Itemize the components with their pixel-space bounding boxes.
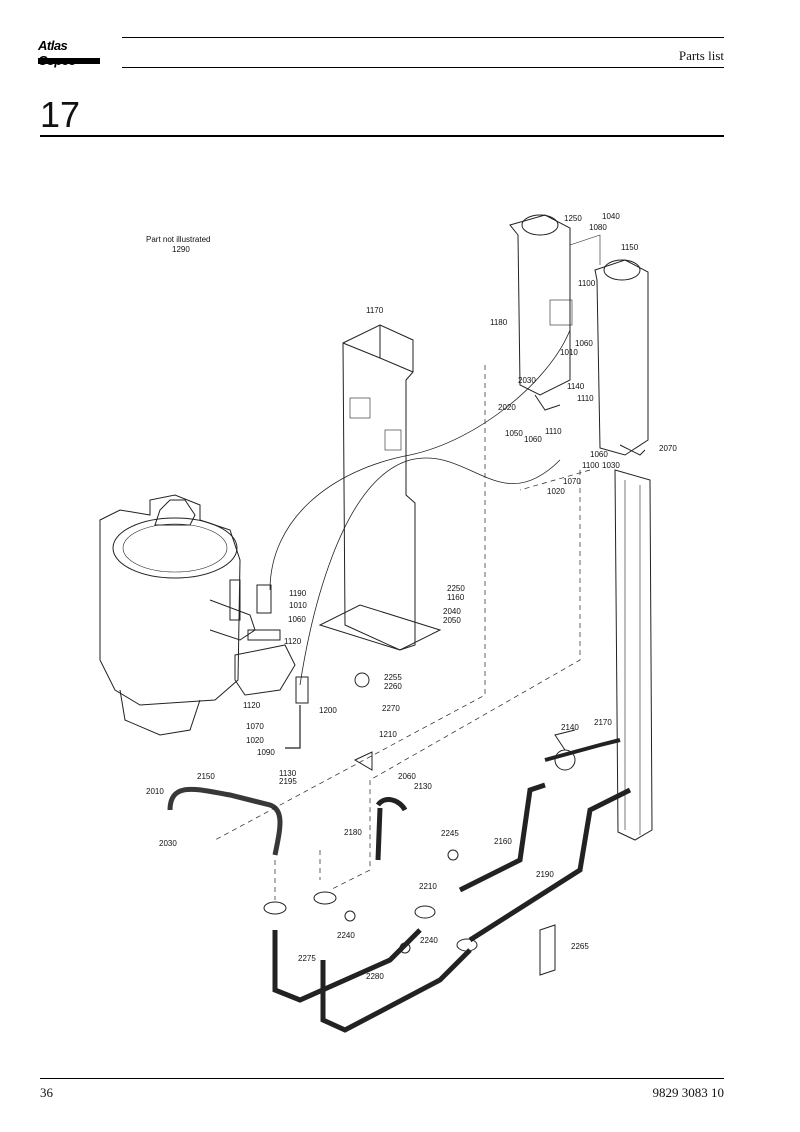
page-number: 36 bbox=[40, 1085, 53, 1100]
header-rule-bottom bbox=[122, 67, 724, 68]
atlas-copco-logo: Atlas Copco bbox=[38, 38, 100, 68]
header-rule-top bbox=[122, 37, 724, 38]
callout: 1170 bbox=[366, 306, 384, 315]
callout: 1130 bbox=[279, 769, 297, 778]
callout: 2280 bbox=[366, 972, 384, 981]
callout: 1070 bbox=[246, 722, 264, 731]
callout: 1050 bbox=[505, 429, 523, 438]
callout: 1090 bbox=[257, 748, 275, 757]
exploded-parts-diagram: Part not illustrated 1290 1250 1040 1080… bbox=[99, 212, 677, 1033]
callout: 1180 bbox=[490, 318, 508, 327]
callout: 1110 bbox=[545, 427, 562, 436]
callout: 2040 bbox=[443, 607, 461, 616]
callout: 1200 bbox=[319, 706, 337, 715]
callout: 2250 bbox=[447, 584, 465, 593]
callout: 2150 bbox=[197, 772, 215, 781]
callout: 2180 bbox=[344, 828, 362, 837]
callout: 2260 bbox=[384, 682, 402, 691]
section-number: 17 bbox=[40, 94, 81, 135]
callout: 2060 bbox=[398, 772, 416, 781]
part-note-title: Part not illustrated bbox=[146, 235, 210, 244]
document-number: 9829 3083 10 bbox=[652, 1085, 725, 1100]
callout: 2255 bbox=[384, 673, 402, 682]
callout: 1140 bbox=[567, 382, 585, 391]
callout: 2170 bbox=[594, 718, 612, 727]
callout: 2275 bbox=[298, 954, 316, 963]
logo-bar bbox=[38, 58, 100, 64]
callout: 2140 bbox=[561, 723, 579, 732]
callout: 1080 bbox=[589, 223, 607, 232]
callout: 1060 bbox=[288, 615, 306, 624]
callout: 1100 bbox=[582, 461, 600, 470]
callout: 2030 bbox=[159, 839, 177, 848]
callout: 2210 bbox=[419, 882, 437, 891]
callout: 1070 bbox=[563, 477, 581, 486]
callout: 2010 bbox=[146, 787, 164, 796]
callout: 2020 bbox=[498, 403, 516, 412]
callout: 1060 bbox=[575, 339, 593, 348]
callout: 2245 bbox=[441, 829, 459, 838]
callout: 1060 bbox=[524, 435, 542, 444]
callout: 2030 bbox=[518, 376, 536, 385]
callout: 2070 bbox=[659, 444, 677, 453]
callout: 1040 bbox=[602, 212, 620, 221]
callout: 1120 bbox=[243, 701, 261, 710]
callout: 1020 bbox=[547, 487, 565, 496]
callout: 1160 bbox=[447, 593, 465, 602]
callout: 1150 bbox=[621, 243, 639, 252]
callout: 2160 bbox=[494, 837, 512, 846]
callout: 1100 bbox=[578, 279, 596, 288]
callout: 2240 bbox=[337, 931, 355, 940]
callout: 1120 bbox=[284, 637, 302, 646]
callout: 1010 bbox=[560, 348, 578, 357]
callout: 1030 bbox=[602, 461, 620, 470]
part-note-number: 1290 bbox=[172, 245, 190, 254]
callout: 2050 bbox=[443, 616, 461, 625]
callout: 1250 bbox=[564, 214, 582, 223]
callout: 1210 bbox=[379, 730, 397, 739]
callout: 2265 bbox=[571, 942, 589, 951]
callout: 2195 bbox=[279, 777, 297, 786]
callout: 1020 bbox=[246, 736, 264, 745]
section-rule bbox=[40, 135, 724, 137]
callout: 2240 bbox=[420, 936, 438, 945]
callout: 2270 bbox=[382, 704, 400, 713]
header-title: Parts list bbox=[678, 48, 724, 63]
callout: 1060 bbox=[590, 450, 608, 459]
callout: 1010 bbox=[289, 601, 307, 610]
callout: 1110 bbox=[577, 394, 594, 403]
callout-labels: Part not illustrated 1290 1250 1040 1080… bbox=[146, 212, 677, 981]
callout: 1190 bbox=[289, 589, 307, 598]
callout: 2130 bbox=[414, 782, 432, 791]
callout: 2190 bbox=[536, 870, 554, 879]
footer-rule bbox=[40, 1078, 724, 1079]
